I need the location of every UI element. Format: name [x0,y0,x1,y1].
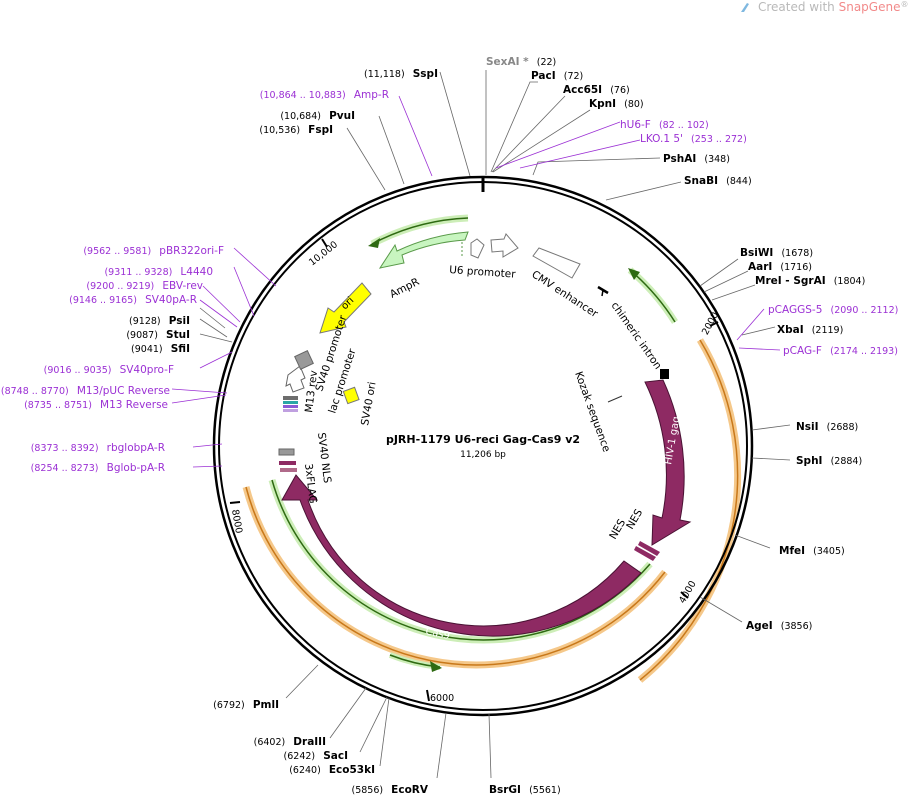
enzyme-nsii: NsiI (2688) [796,415,858,434]
hiv-gag-feature: HIV-1 gag [644,369,692,546]
enzyme-agei: AgeI (3856) [746,614,812,633]
nes-label-2: NES [624,507,645,532]
primer-sv40prof: (9016 .. 9035) SV40pro-F [44,358,174,377]
chimeric-intron-label: chimeric intron [609,300,664,372]
chimeric-intron-feature [597,285,609,297]
enzyme-sphi: SphI (2884) [796,449,862,468]
enzyme-bsrgi: BsrGI (5561) [489,778,561,797]
enzyme-ecorv: (5856) EcoRV [351,778,428,797]
enzyme-kpni: KpnI (80) [589,92,644,111]
plasmid-length: 11,206 bp [460,450,506,460]
primer-hu6f: hU6-F (82 .. 102) [620,113,709,132]
primer-rbglobpar: (8373 .. 8392) rbglobpA-R [31,436,165,455]
enzyme-mfei: MfeI (3405) [779,539,845,558]
small-features [278,396,298,472]
backbone-outer [212,175,754,717]
primer-ebvrev: (9200 .. 9219) EBV-rev [86,274,203,293]
enzyme-saci: (6242) SacI [284,744,348,763]
u6-promoter-label: U6 promoter [449,264,517,281]
tick-6000: 6000 [430,693,454,704]
enzyme-labels-right: SexAI * (22) PacI (72) Acc65I (76) KpnI … [486,50,898,797]
cas9-label: Cas9 [424,626,450,642]
watermark-text: Created with SnapGene® [758,0,908,14]
flag-label: 3xFLAG [302,463,319,504]
primer-leaders [171,95,781,468]
primer-l4440: (9311 .. 9328) L4440 [104,260,213,279]
enzyme-aari: AarI (1716) [748,255,812,274]
enzyme-acc65i: Acc65I (76) [563,78,630,97]
kozak-marker [607,395,623,403]
enzyme-mrei-sgrai: MreI - SgrAI (1804) [755,269,865,288]
enzyme-sspi: (11,118) SspI [364,62,438,81]
u6-promoter-feature [470,233,519,259]
promoter-features [285,350,360,405]
enzyme-labels-left: (5856) EcoRV (6240) Eco53kI (6242) SacI … [126,62,438,797]
plasmid-name: pJRH-1179 U6-reci Gag-Cas9 v2 [386,433,580,446]
enzyme-pvui: (10,684) PvuI [280,104,355,123]
cas9-feature: Cas9 [281,474,642,642]
enzyme-stui: (9087) StuI [126,323,190,342]
ori-feature: ori [319,282,372,334]
enzyme-sexai: SexAI * (22) [486,50,556,69]
enzyme-eco53ki: (6240) Eco53kI [289,758,375,777]
cmv-enhancer-feature [532,247,581,279]
m13-rev-label: M13 rev [303,370,320,414]
orf-arcs [242,214,742,683]
primer-sv40par: (9146 .. 9165) SV40pA-R [69,288,197,307]
sv40-nls-label: SV40 NLS [315,432,333,484]
snapgene-logo-icon [741,3,749,12]
enzyme-paci: PacI (72) [531,64,583,83]
leader-lines [199,70,791,779]
ampr-label: AmpR [388,276,421,301]
enzyme-pmli: (6792) PmlI [213,693,279,712]
enzyme-draiii: (6402) DraIII [254,730,326,749]
primer-pbr322orif: (9562 .. 9581) pBR322ori-F [83,239,224,258]
enzyme-fspi: (10,536) FspI [259,118,333,137]
enzyme-pshai: PshAI (348) [663,147,730,166]
enzyme-xbai: XbaI (2119) [777,318,843,337]
ampr-feature [378,231,469,269]
primer-m13reverse: (8735 .. 8751) M13 Reverse [24,393,168,412]
primer-bglobpar: (8254 .. 8273) Bglob-pA-R [31,456,165,475]
enzyme-snabi: SnaBI (844) [684,169,752,188]
primer-labels-left: (10,864 .. 10,883) Amp-R (9562 .. 9581) … [1,83,389,475]
watermark: Created with SnapGene® [741,0,908,14]
sv40-ori-label: SV40 ori [359,381,378,427]
tick-8000: 8000 [229,509,244,535]
primer-m13pucreverse: (8748 .. 8770) M13/pUC Reverse [1,379,170,398]
primer-ampr: (10,864 .. 10,883) Amp-R [260,83,389,102]
enzyme-sfii: (9041) SfiI [131,337,190,356]
primer-pcaggs5: pCAGGS-5 (2090 .. 2112) [768,298,898,317]
enzyme-psii: (9128) PsiI [129,309,190,328]
nes-label-1: NES [607,517,628,542]
primer-pcagf: pCAG-F (2174 .. 2193) [783,339,898,358]
cmv-enhancer-label: CMV enhancer [529,268,600,320]
orf-arc-green-right [627,267,678,324]
enzyme-bsiwi: BsiWI (1678) [740,241,813,260]
primer-lko15: LKO.1 5' (253 .. 272) [640,127,747,146]
